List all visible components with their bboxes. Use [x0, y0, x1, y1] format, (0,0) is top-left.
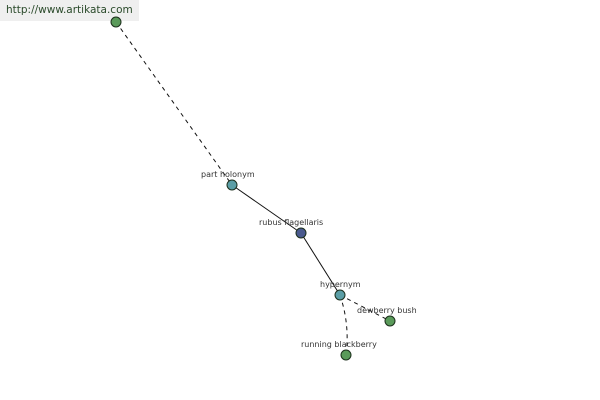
edge-part-holonym-rubus [231, 184, 302, 234]
node-rubus-flagellaris[interactable] [295, 227, 307, 239]
label-part-holonym: part holonym [201, 170, 255, 179]
label-dewberry-bush: dewberry bush [357, 306, 417, 315]
site-banner: http://www.artikata.com [0, 0, 139, 21]
edge-hypernym-dewberry [339, 294, 391, 322]
node-part-holonym[interactable] [226, 179, 238, 191]
node-dewberry-bush[interactable] [384, 315, 396, 327]
label-rubus-flagellaris: rubus flagellaris [259, 218, 323, 227]
edge-top-part-holonym [115, 21, 233, 186]
edge-rubus-hypernym [300, 232, 341, 296]
node-running-blackberry[interactable] [340, 349, 352, 361]
site-url-link[interactable]: http://www.artikata.com [6, 4, 133, 16]
node-top[interactable] [110, 16, 122, 28]
label-hypernym: hypernym [320, 280, 361, 289]
label-running-blackberry: running blackberry [301, 340, 377, 349]
node-hypernym[interactable] [334, 289, 346, 301]
